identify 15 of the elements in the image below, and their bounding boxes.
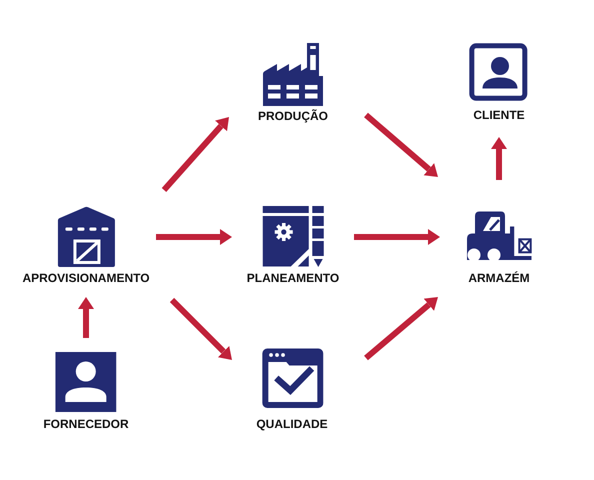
node-label: CLIENTE xyxy=(473,108,525,122)
arrow xyxy=(156,229,232,245)
arrow xyxy=(78,297,94,338)
arrow xyxy=(491,137,507,180)
arrow xyxy=(364,294,440,360)
node-label: QUALIDADE xyxy=(256,417,328,431)
arrow xyxy=(354,229,440,245)
node-label: ARMAZÉM xyxy=(468,271,530,285)
arrow xyxy=(364,112,440,180)
node-label: FORNECEDOR xyxy=(43,417,129,431)
node-label: PLANEAMENTO xyxy=(246,271,340,285)
node-label: PRODUÇÃO xyxy=(258,109,328,123)
node-label: APROVISIONAMENTO xyxy=(22,271,150,285)
arrow xyxy=(162,115,232,192)
arrow xyxy=(170,298,234,362)
